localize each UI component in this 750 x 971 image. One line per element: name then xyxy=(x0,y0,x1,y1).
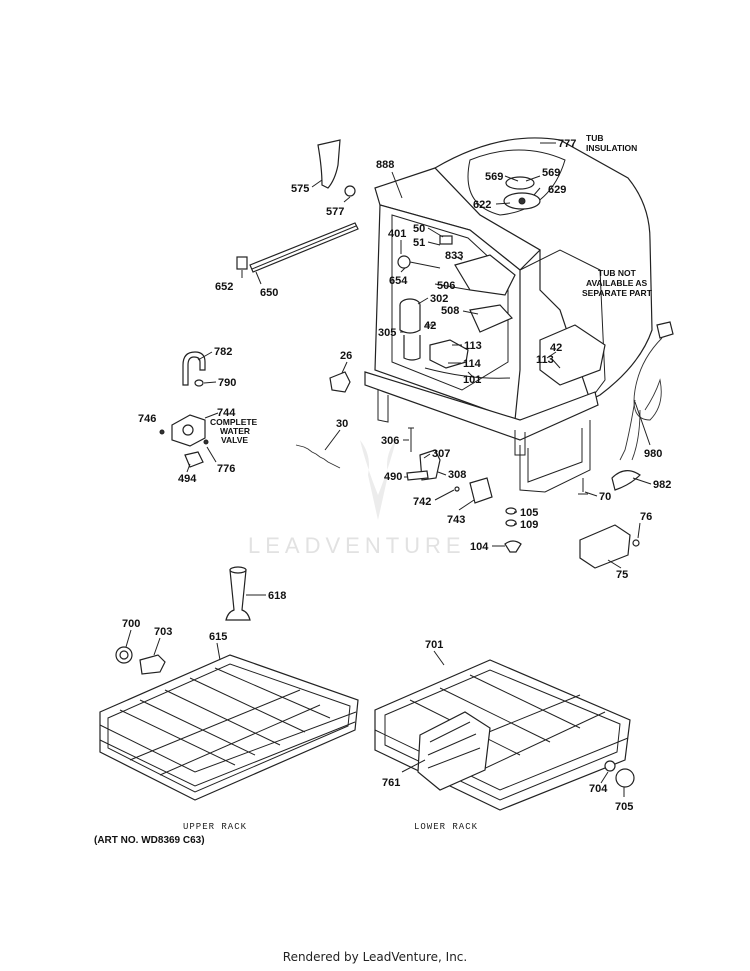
part-label: 777 xyxy=(558,138,576,150)
note-complete-water-valve-line3: VALVE xyxy=(221,435,248,445)
upper-rack-caption: UPPER RACK xyxy=(183,822,247,832)
part-label: 700 xyxy=(122,618,140,630)
part-label: 888 xyxy=(376,159,394,171)
part-618-shape xyxy=(225,569,251,621)
part-label: 70 xyxy=(599,491,611,503)
part-label: 705 xyxy=(615,801,633,813)
part-75-shape xyxy=(579,524,631,569)
part-label: 776 xyxy=(217,463,235,475)
watermark: LEADVENTURE xyxy=(248,440,466,558)
part-label: 109 xyxy=(520,519,538,531)
part-label: 302 xyxy=(430,293,448,305)
part-790-shape xyxy=(194,379,204,387)
part-label: 652 xyxy=(215,281,233,293)
part-30-shape xyxy=(295,444,341,469)
note-tub-insulation-line1: TUB xyxy=(586,133,603,143)
part-label: 569 xyxy=(485,171,503,183)
part-label: 980 xyxy=(644,448,662,460)
part-743-shape xyxy=(469,477,493,504)
part-label: 742 xyxy=(413,496,431,508)
part-577-shape xyxy=(344,185,356,197)
lower-rack-caption: LOWER RACK xyxy=(414,822,478,832)
note-tub-not-available-line1: TUB NOT xyxy=(598,268,637,278)
part-label: 101 xyxy=(463,374,481,386)
part-label: 105 xyxy=(520,507,538,519)
part-label: 30 xyxy=(336,418,348,430)
part-label: 508 xyxy=(441,305,459,317)
note-complete-water-valve-line2: WATER xyxy=(220,426,250,436)
part-label: 490 xyxy=(384,471,402,483)
part-652-shape xyxy=(236,256,248,270)
part-label: 701 xyxy=(425,639,443,651)
part-label: 577 xyxy=(326,206,344,218)
part-label: 114 xyxy=(463,358,482,370)
part-label: 76 xyxy=(640,511,652,523)
part-label: 306 xyxy=(381,435,399,447)
part-label: 782 xyxy=(214,346,232,358)
part-label: 744 xyxy=(217,407,236,419)
art-number: (ART NO. WD8369 C63) xyxy=(94,835,205,846)
tub-assembly xyxy=(364,137,674,493)
part-label: 746 xyxy=(138,413,156,425)
lower-rack-shape xyxy=(374,659,635,811)
part-label: 42 xyxy=(424,320,436,332)
note-complete-water-valve-line1: COMPLETE xyxy=(210,417,258,427)
part-label: 743 xyxy=(447,514,465,526)
part-label: 622 xyxy=(473,199,491,211)
part-490-shape xyxy=(406,470,429,481)
part-label: 50 xyxy=(413,223,425,235)
part-982-shape xyxy=(611,470,641,491)
part-label: 42 xyxy=(550,342,562,354)
part-label: 308 xyxy=(448,469,466,481)
part-label: 305 xyxy=(378,327,396,339)
part-labels: 777 888 569 569 629 622 575 577 50 51 40… xyxy=(122,138,671,813)
note-tub-not-available-line3: SEPARATE PART xyxy=(582,288,653,298)
part-label: 833 xyxy=(445,250,463,262)
part-label: 104 xyxy=(470,541,489,553)
part-70-shape xyxy=(578,478,588,495)
part-label: 654 xyxy=(389,275,408,287)
footer-credit: Rendered by LeadVenture, Inc. xyxy=(282,950,468,964)
part-label: 51 xyxy=(413,237,425,249)
part-109-shape xyxy=(505,519,517,527)
leader-lines xyxy=(125,142,652,797)
part-label: 618 xyxy=(268,590,286,602)
part-label: 75 xyxy=(616,569,628,581)
part-26-shape xyxy=(329,371,351,393)
part-494-shape xyxy=(184,451,204,468)
part-label: 629 xyxy=(548,184,566,196)
upper-rack-shape xyxy=(99,654,359,801)
part-label: 761 xyxy=(382,777,400,789)
part-label: 113 xyxy=(464,340,482,352)
part-label: 494 xyxy=(178,473,197,485)
part-label: 26 xyxy=(340,350,352,362)
note-tub-insulation-line2: INSULATION xyxy=(586,143,637,153)
part-label: 704 xyxy=(589,783,608,795)
part-label: 703 xyxy=(154,626,172,638)
part-782-shape xyxy=(182,351,206,386)
part-105-shape xyxy=(505,507,517,515)
watermark-text: LEADVENTURE xyxy=(248,533,466,558)
note-tub-not-available-line2: AVAILABLE AS xyxy=(586,278,648,288)
part-306-shape xyxy=(408,427,414,452)
part-label: 113 xyxy=(536,354,554,366)
part-label: 569 xyxy=(542,167,560,179)
part-575-shape xyxy=(317,139,341,189)
part-label: 650 xyxy=(260,287,278,299)
part-label: 307 xyxy=(432,448,450,460)
part-label: 575 xyxy=(291,183,309,195)
part-703-shape xyxy=(139,654,166,675)
part-label: 982 xyxy=(653,479,671,491)
part-104-shape xyxy=(504,540,522,553)
part-label: 401 xyxy=(388,228,406,240)
part-label: 615 xyxy=(209,631,227,643)
part-label: 506 xyxy=(437,280,455,292)
part-label: 790 xyxy=(218,377,236,389)
